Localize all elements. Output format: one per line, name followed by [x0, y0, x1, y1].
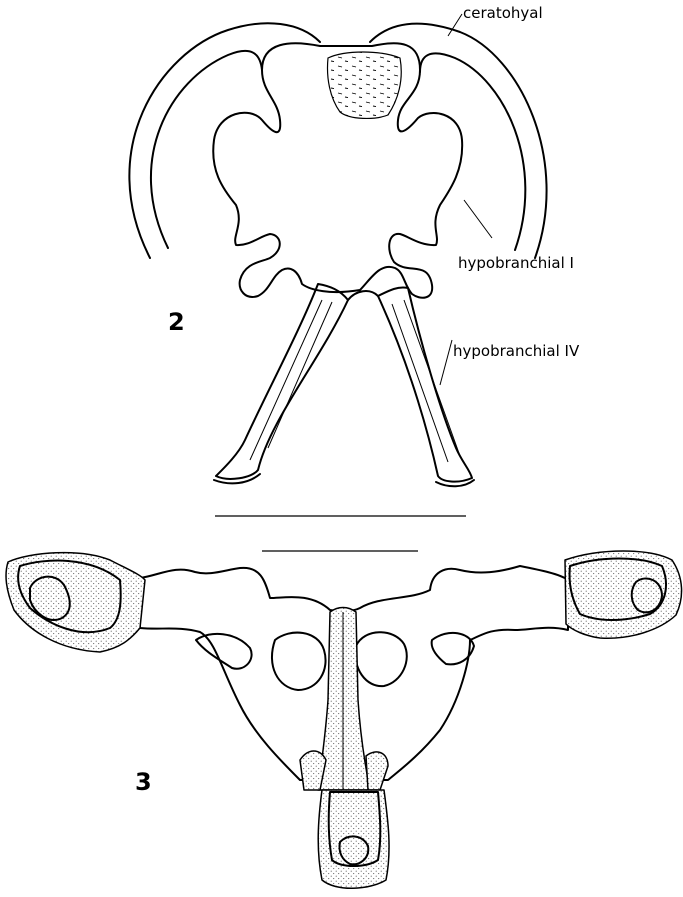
left-coracoid-foramen [272, 633, 326, 690]
hypobranchial-iv-label: hypobranchial IV [453, 342, 580, 360]
hypobranchial-iv-right [378, 287, 472, 481]
hypobranchial-iv-left [216, 284, 348, 479]
hypobranchial-iv-leader [440, 340, 452, 385]
figure-2-hyobranchial-apparatus: ceratohyal hypobranchial I hypobranchial… [129, 4, 580, 516]
left-lateral-notch [196, 634, 252, 669]
hypobranchial-junction [348, 291, 378, 300]
ceratohyal-label: ceratohyal [463, 4, 543, 22]
figure-2-number: 2 [168, 308, 185, 336]
hypobranchial-i-leader [464, 200, 492, 238]
figure-3-number: 3 [135, 768, 152, 796]
hypobranchial-iv-right-striation-2 [404, 300, 460, 456]
hypobranchial-iv-left-striation [250, 300, 322, 460]
right-coracoid-foramen [355, 632, 406, 686]
basihyal-cartilage [328, 52, 402, 118]
ceratohyal-left-inner [151, 51, 262, 248]
hypobranchial-iv-right-striation [392, 304, 448, 462]
right-lower-cartilage [366, 752, 388, 790]
hypobranchial-i-label: hypobranchial I [458, 254, 574, 272]
figure-3-pectoral-girdle: 3 [6, 551, 682, 888]
